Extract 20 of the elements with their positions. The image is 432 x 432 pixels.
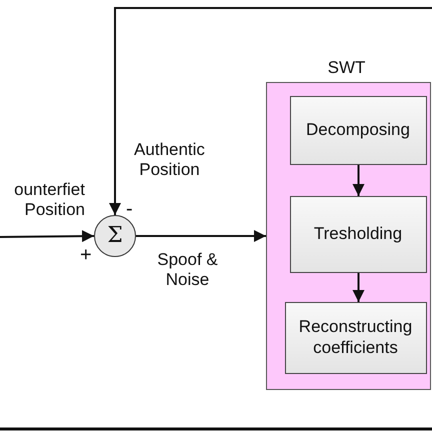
panel-heading: SWT [326,58,366,78]
sigma-symbol: Σ [107,222,123,250]
box-label: Tresholding [314,224,402,244]
arrow [352,165,364,196]
edge-label: Authentic Position [133,140,206,181]
arrow [136,230,266,242]
sign-label: - [126,197,133,221]
edge-label: ounterfiet Position [13,180,85,221]
arrow [352,273,364,302]
arrow [0,230,94,242]
swt-panel [266,82,431,390]
edge-label: Spoof & Noise [156,250,219,291]
sign-label: + [80,243,92,267]
process-box [290,196,426,272]
process-box [290,96,426,164]
arrow [109,7,432,215]
box-label: Decomposing [306,120,410,140]
process-box [284,302,426,374]
summing-junction [94,215,136,257]
box-label: Reconstructing coefficients [298,317,414,358]
